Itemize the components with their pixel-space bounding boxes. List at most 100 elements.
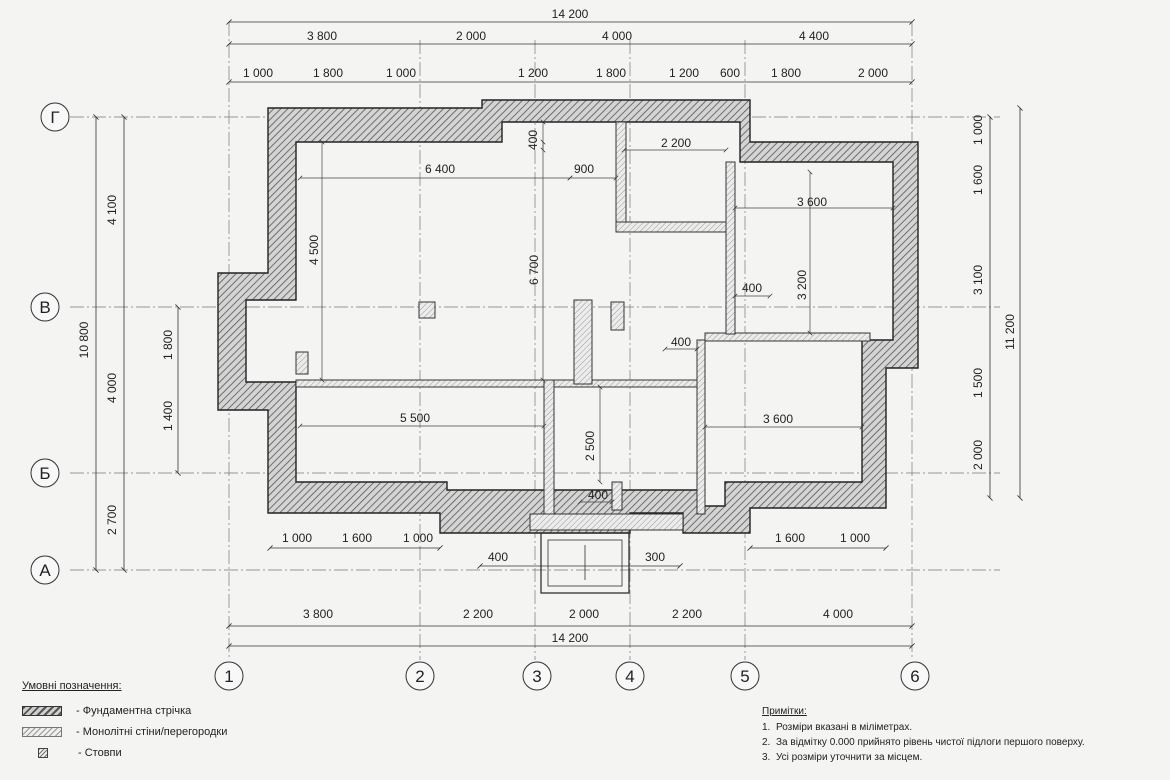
porch xyxy=(540,532,630,594)
legend-label: - Монолітні стіни/перегородки xyxy=(76,725,228,738)
notes: Примітки: 1.Розміри вказані в міліметрах… xyxy=(762,706,1162,767)
dim-label: 11 200 xyxy=(1003,314,1017,350)
notes-title: Примітки: xyxy=(762,706,807,717)
dim-label: 600 xyxy=(720,66,740,80)
dim-label: 1 000 xyxy=(971,115,985,145)
svg-text:Б: Б xyxy=(39,464,50,483)
dim-label: 4 000 xyxy=(105,373,119,403)
svg-text:4: 4 xyxy=(625,667,634,686)
dim-label: 1 000 xyxy=(840,531,870,545)
dim-label: 2 000 xyxy=(971,440,985,470)
svg-text:Г: Г xyxy=(50,108,59,127)
room-dimension-lines xyxy=(297,119,896,505)
axis-number-marker: 5 xyxy=(730,661,760,691)
foundation-strip xyxy=(217,99,919,534)
dim-label: 400 xyxy=(671,335,691,349)
axis-number-marker: 1 xyxy=(214,661,244,691)
legend-item: - Фундаментна стрічка xyxy=(22,700,322,721)
note-item: 3.Усі розміри уточнити за місцем. xyxy=(762,752,923,763)
dim-label: 1 800 xyxy=(161,330,175,360)
svg-text:2: 2 xyxy=(415,667,424,686)
axis-letter-marker: Г xyxy=(40,102,70,132)
note-text: Розміри вказані в міліметрах. xyxy=(776,722,913,733)
dim-label: 2 000 xyxy=(569,607,599,621)
axis-number-marker: 3 xyxy=(522,661,552,691)
svg-text:5: 5 xyxy=(740,667,749,686)
dim-label: 4 000 xyxy=(823,607,853,621)
dim-label: 3 100 xyxy=(971,265,985,295)
axis-markers: Г В Б А 1 2 3 4 xyxy=(30,102,930,691)
dim-label: 1 800 xyxy=(596,66,626,80)
svg-text:6: 6 xyxy=(910,667,919,686)
dim-label: 400 xyxy=(742,281,762,295)
svg-text:3: 3 xyxy=(532,667,541,686)
room-dimensions: 2 200 6 400 900 400 3 600 4 500 6 700 3 … xyxy=(307,130,827,502)
dim-label: 400 xyxy=(488,550,508,564)
legend-item: - Стовпи xyxy=(22,742,322,763)
note-text: За відмітку 0.000 прийнято рівень чистої… xyxy=(776,737,1085,748)
dim-label: 2 200 xyxy=(463,607,493,621)
dim-label: 2 000 xyxy=(456,29,486,43)
dim-label: 1 800 xyxy=(313,66,343,80)
dim-label: 1 200 xyxy=(669,66,699,80)
dim-label: 3 800 xyxy=(303,607,333,621)
dim-label: 1 500 xyxy=(971,368,985,398)
dim-label: 2 200 xyxy=(661,136,691,150)
dim-label: 4 100 xyxy=(105,195,119,225)
svg-text:1: 1 xyxy=(224,667,233,686)
axis-number-marker: 6 xyxy=(900,661,930,691)
dim-label: 300 xyxy=(645,550,665,564)
dim-label: 1 400 xyxy=(161,401,175,431)
dim-label: 3 600 xyxy=(763,412,793,426)
dim-label: 4 500 xyxy=(307,235,321,265)
dim-label: 4 400 xyxy=(799,29,829,43)
dim-label: 2 500 xyxy=(583,431,597,461)
note-item: 1.Розміри вказані в міліметрах. xyxy=(762,722,913,733)
note-item: 2.За відмітку 0.000 прийнято рівень чист… xyxy=(762,737,1085,748)
legend-label: - Стовпи xyxy=(78,746,122,759)
note-text: Усі розміри уточнити за місцем. xyxy=(776,752,923,763)
dim-label: 1 800 xyxy=(771,66,801,80)
dim-label: 400 xyxy=(588,488,608,502)
dim-label: 900 xyxy=(574,162,594,176)
axis-letter-marker: Б xyxy=(30,458,60,488)
dim-label: 3 600 xyxy=(797,195,827,209)
dimension-lines xyxy=(93,19,1023,649)
dim-label: 400 xyxy=(526,130,540,150)
dim-label: 5 500 xyxy=(400,411,430,425)
legend-label: - Фундаментна стрічка xyxy=(76,704,192,717)
dim-label: 1 600 xyxy=(342,531,372,545)
dim-label: 14 200 xyxy=(552,7,589,21)
top-dimensions: 14 200 3 800 2 000 4 000 4 400 1 000 1 8… xyxy=(243,7,888,80)
dim-label: 4 000 xyxy=(602,29,632,43)
foundation-strip-swatch-icon xyxy=(22,705,62,716)
dim-label: 1 600 xyxy=(971,165,985,195)
dim-label: 14 200 xyxy=(552,631,589,645)
axis-letter-marker: А xyxy=(30,555,60,585)
dim-label: 3 200 xyxy=(795,270,809,300)
legend-item: - Монолітні стіни/перегородки xyxy=(22,721,322,742)
bottom-dimensions: 1 000 1 600 1 000 400 300 1 600 1 000 3 … xyxy=(282,531,870,645)
posts xyxy=(295,301,625,375)
axis-letter-marker: В xyxy=(30,292,60,322)
svg-text:В: В xyxy=(39,298,50,317)
monolithic-walls xyxy=(295,121,871,531)
monolithic-wall-swatch-icon xyxy=(22,726,62,737)
dim-label: 1 000 xyxy=(282,531,312,545)
axis-number-marker: 2 xyxy=(405,661,435,691)
left-dimensions: 10 800 4 100 4 000 2 700 1 800 1 400 xyxy=(77,195,175,535)
dim-label: 1 200 xyxy=(518,66,548,80)
dim-label: 2 000 xyxy=(858,66,888,80)
dim-label: 10 800 xyxy=(77,321,91,358)
legend-title: Умовні позначення: xyxy=(22,680,122,692)
dim-label: 6 700 xyxy=(527,255,541,285)
dim-label: 1 600 xyxy=(775,531,805,545)
dim-label: 2 700 xyxy=(105,505,119,535)
dim-label: 1 000 xyxy=(403,531,433,545)
dim-label: 2 200 xyxy=(672,607,702,621)
legend: Умовні позначення: - Фундаментна стрічка… xyxy=(22,680,322,763)
dim-label: 1 000 xyxy=(386,66,416,80)
right-dimensions: 11 200 1 000 1 600 3 100 1 500 2 000 xyxy=(971,115,1017,470)
dim-label: 1 000 xyxy=(243,66,273,80)
